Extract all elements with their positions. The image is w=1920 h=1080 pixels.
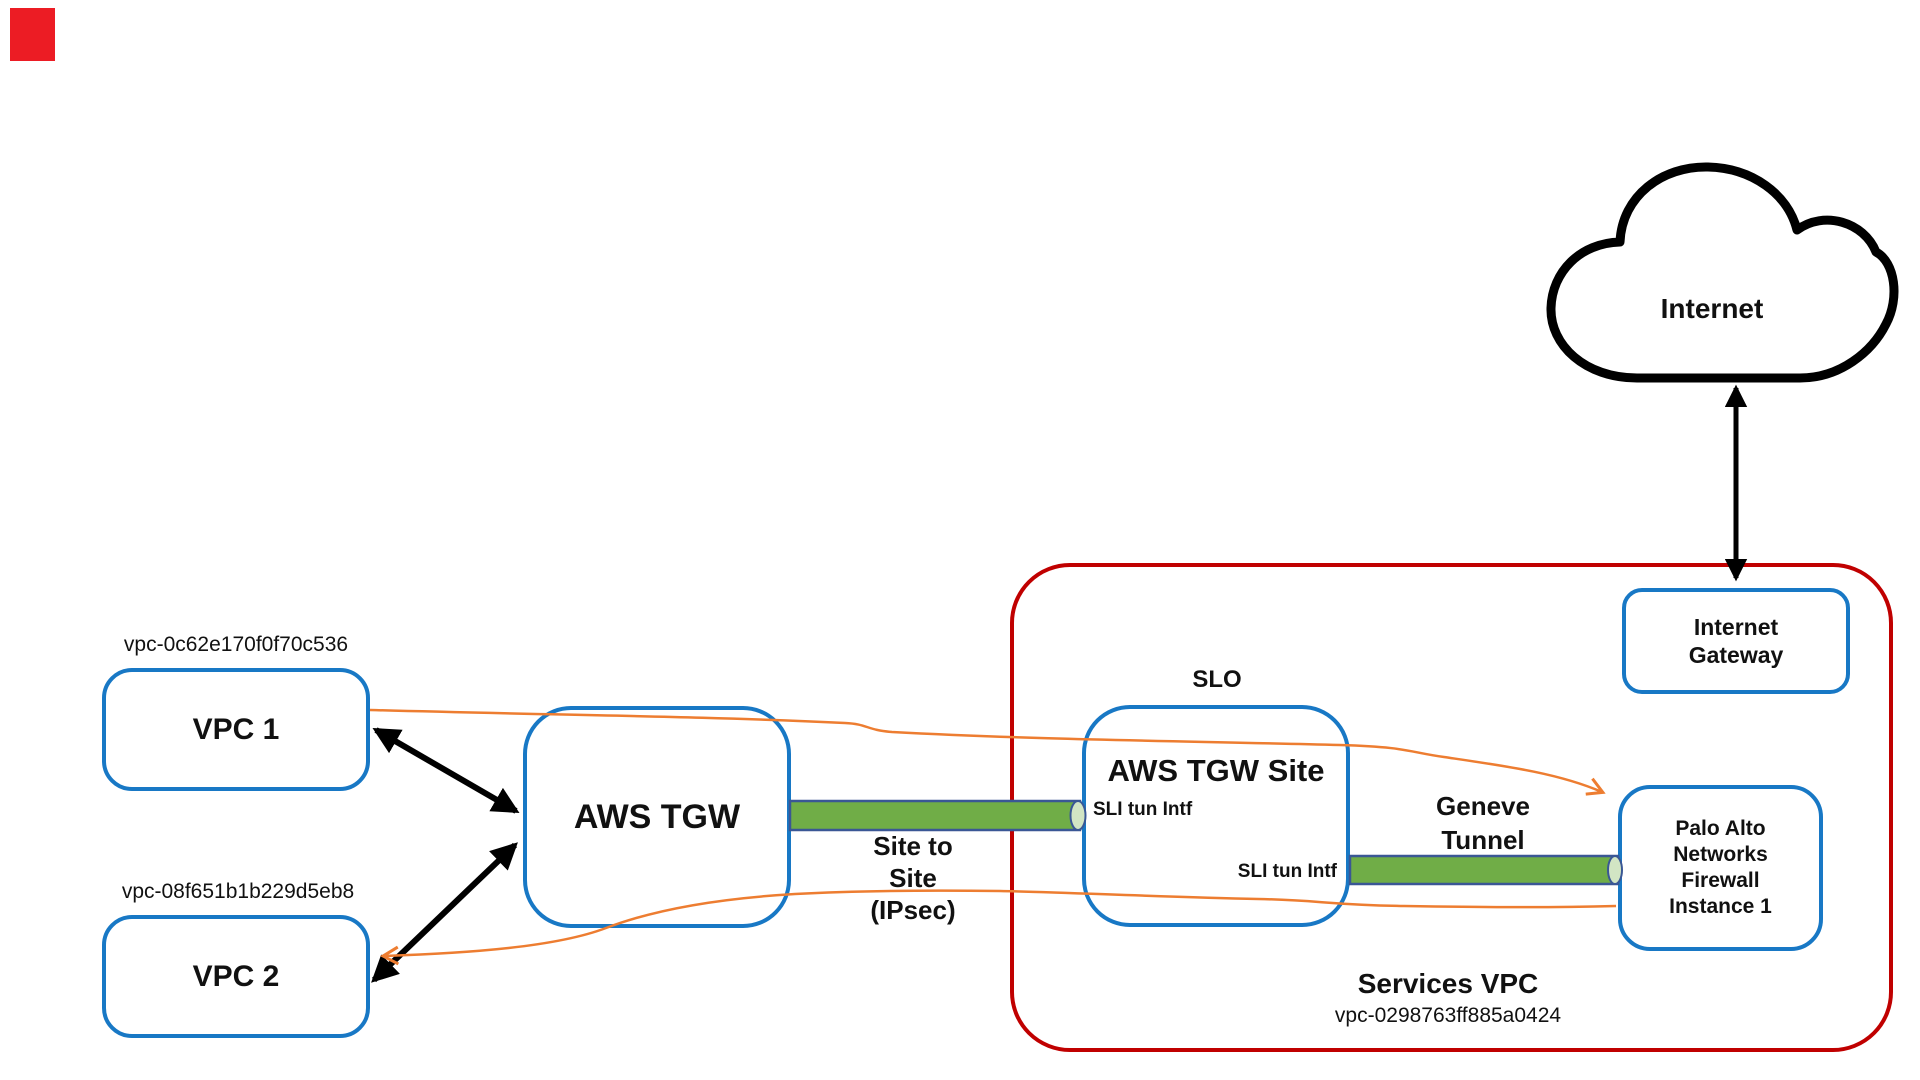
aws-tgw-site-label: AWS TGW Site: [1107, 753, 1325, 788]
services-vpc-id-label: vpc-0298763ff885a0424: [1334, 1004, 1562, 1027]
sli-tun-intf-bottom-label: SLI tun Intf: [1237, 861, 1337, 882]
red-corner-marker: [10, 8, 55, 61]
vpc1-box: VPC 1: [102, 668, 370, 791]
aws-tgw-label: AWS TGW: [573, 797, 741, 836]
internet-cloud-label: Internet: [1660, 293, 1764, 324]
slo-label: SLO: [1192, 666, 1242, 693]
aws-tgw-box: AWS TGW: [523, 706, 791, 928]
vpc2-id-label: vpc-08f651b1b229d5eb8: [121, 880, 355, 903]
sli-tun-intf-top-label: SLI tun Intf: [1093, 799, 1193, 820]
services-vpc-label: Services VPC: [1357, 968, 1539, 999]
palo-alto-firewall-label: Palo Alto Networks Firewall Instance 1: [1669, 817, 1772, 918]
palo-alto-firewall-box: Palo Alto Networks Firewall Instance 1: [1618, 785, 1823, 951]
vpc2-tgw-arrow: [371, 842, 518, 983]
vpc1-id-label: vpc-0c62e170f0f70c536: [123, 633, 349, 656]
site-to-site-tunnel-label: Site to Site (IPsec): [870, 831, 956, 925]
vpc1-tgw-arrow: [372, 727, 520, 814]
vpc2-label: VPC 2: [192, 959, 280, 993]
vpc2-box: VPC 2: [102, 915, 370, 1038]
internet-gateway-label: Internet Gateway: [1688, 614, 1784, 668]
geneve-tunnel-label: Geneve Tunnel: [1436, 791, 1530, 855]
internet-cloud: [1546, 162, 1899, 383]
internet-gateway-box: Internet Gateway: [1622, 588, 1850, 694]
vpc1-label: VPC 1: [192, 712, 280, 746]
